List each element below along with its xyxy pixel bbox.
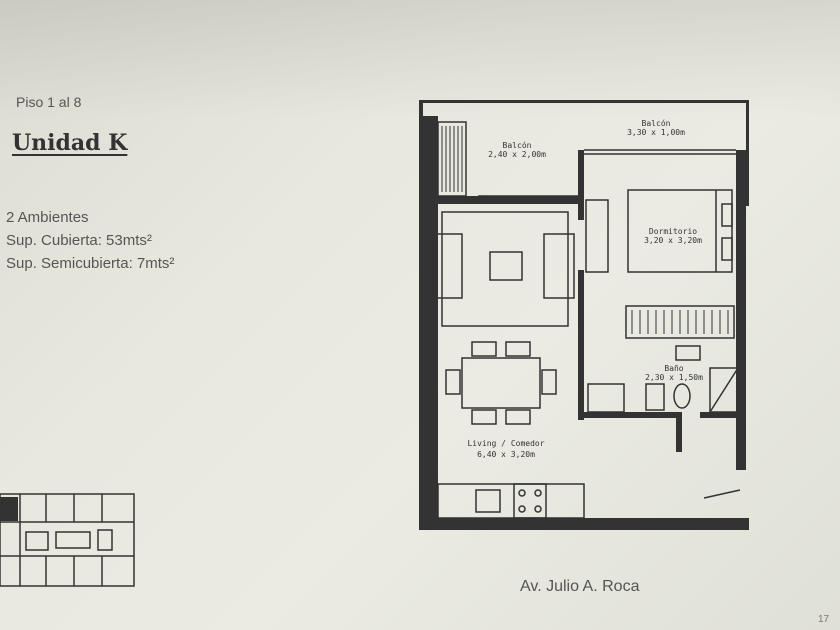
room-size: 2,40 x 2,00m [488, 150, 546, 159]
walls [419, 100, 749, 530]
page-number: 17 [818, 614, 830, 625]
room-size: 3,20 x 3,20m [644, 236, 702, 245]
room-name: Living / Comedor [467, 439, 544, 448]
unit-title: Unidad K [12, 130, 128, 156]
bedroom-furniture [625, 189, 735, 339]
room-size: 3,30 x 1,00m [627, 128, 685, 137]
floor-range-label: Piso 1 al 8 [16, 94, 82, 110]
unit-specs: 2 Ambientes Sup. Cubierta: 53mts² Sup. S… [6, 206, 174, 275]
bathroom-fixtures [587, 345, 739, 413]
room-size: 6,40 x 3,20m [477, 450, 535, 459]
semi-covered-area: Sup. Semicubierta: 7mts² [6, 255, 175, 272]
covered-area: Sup. Cubierta: 53mts² [6, 232, 152, 249]
room-name: Balcón [642, 118, 671, 128]
room-size: 2,30 x 1,50m [645, 373, 703, 382]
key-plan [0, 493, 135, 587]
street-address: Av. Julio A. Roca [520, 578, 640, 595]
key-plan-highlight [0, 497, 18, 521]
room-name: Baño [664, 364, 683, 373]
rooms-count: 2 Ambientes [6, 209, 89, 226]
room-name: Balcón [503, 140, 532, 150]
room-labels: Balcón 3,30 x 1,00m Balcón 2,40 x 2,00m … [467, 118, 703, 459]
living-furniture [431, 199, 609, 519]
room-name: Dormitorio [649, 227, 697, 236]
